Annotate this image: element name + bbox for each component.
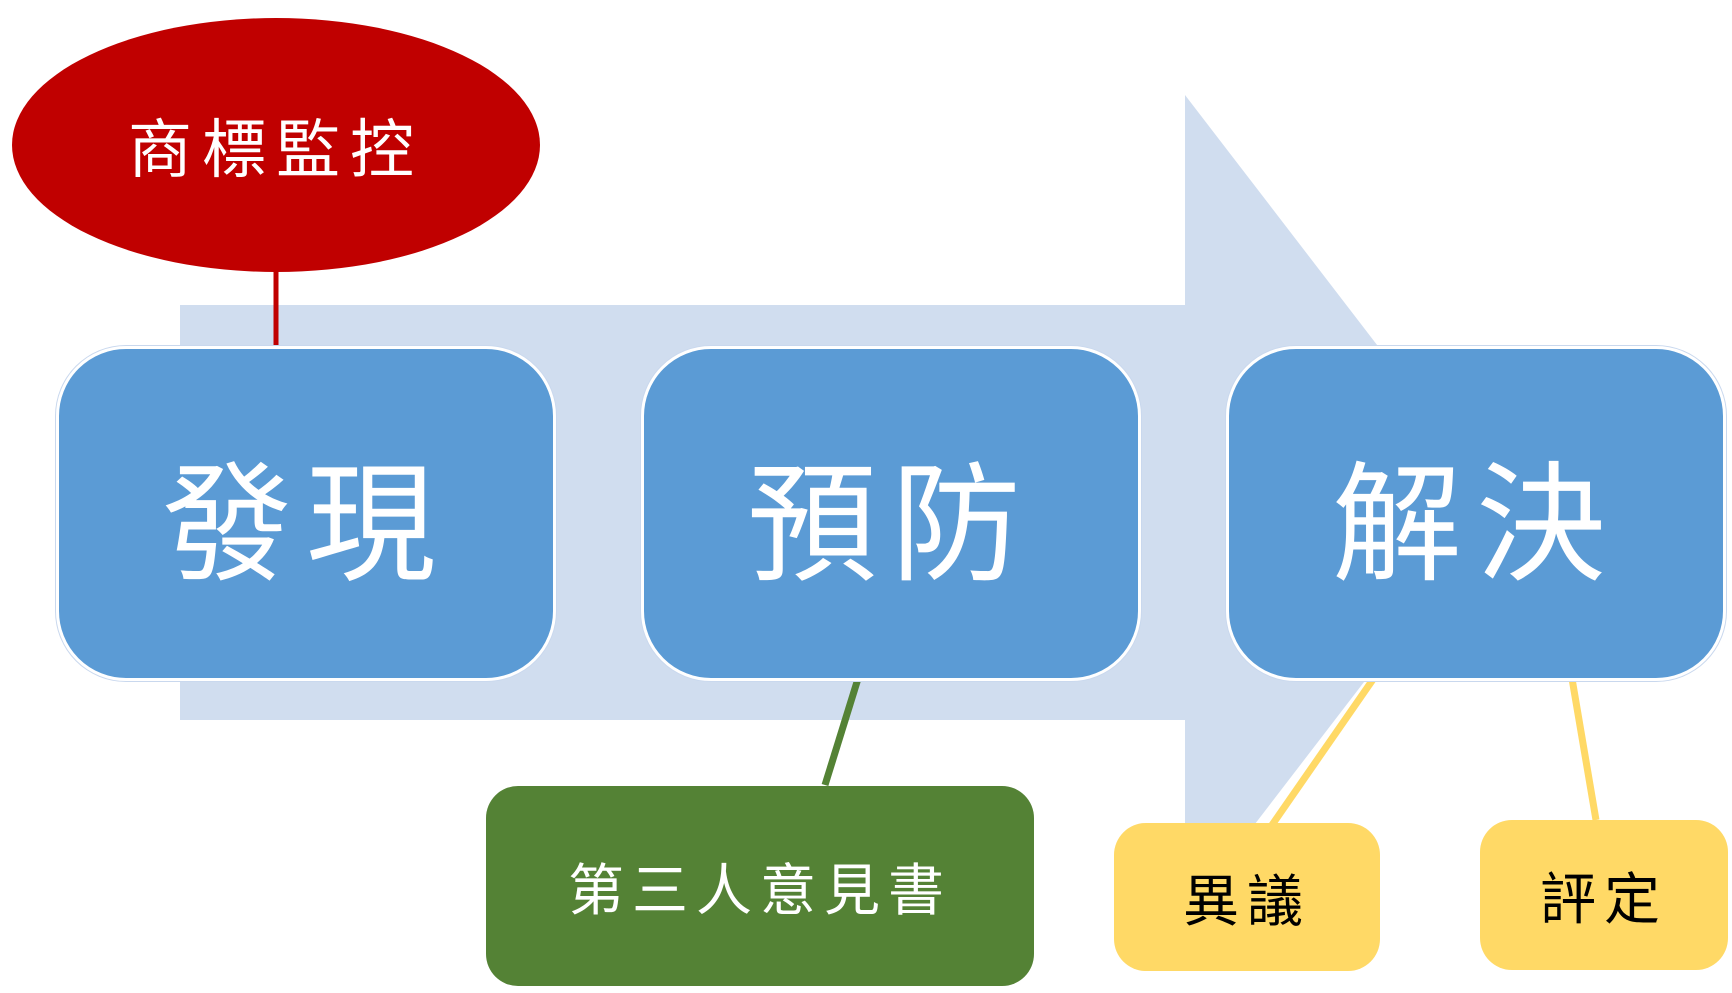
stage-prevent-box: 預防 xyxy=(641,346,1141,681)
yellow-connector-arrow-line-2 xyxy=(1564,654,1600,821)
stage-discover-box: 發現 xyxy=(56,346,556,681)
invalidation-box: 評定 xyxy=(1480,820,1728,970)
trademark-monitoring-oval: 商標監控 xyxy=(12,18,540,272)
opposition-box: 異議 xyxy=(1114,823,1380,971)
stage-resolve-box: 解決 xyxy=(1226,346,1726,681)
stage-resolve-label: 解決 xyxy=(1331,448,1620,601)
opposition-label: 異議 xyxy=(1183,869,1311,935)
third-party-opinion-box: 第三人意見書 xyxy=(486,786,1034,986)
stage-discover-label: 發現 xyxy=(161,448,450,601)
invalidation-label: 評定 xyxy=(1540,867,1668,933)
trademark-monitoring-label: 商標監控 xyxy=(128,114,424,188)
third-party-opinion-label: 第三人意見書 xyxy=(568,858,952,924)
stage-prevent-label: 預防 xyxy=(746,448,1035,601)
